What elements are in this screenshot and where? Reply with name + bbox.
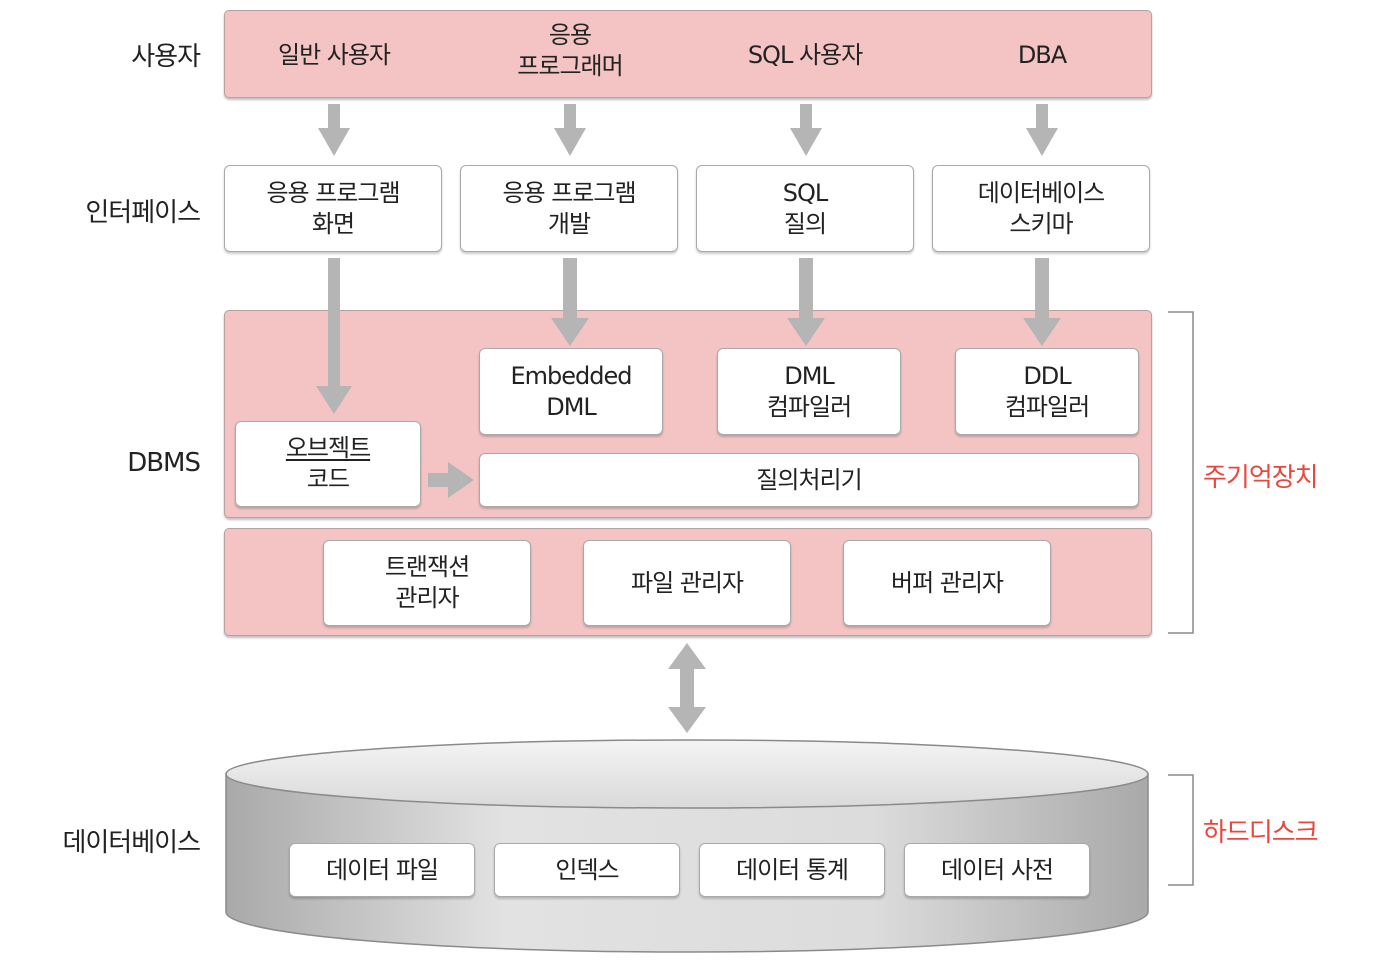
user-dba: DBA: [942, 12, 1142, 98]
db-item-data-file: 데이터 파일: [289, 843, 475, 897]
component-label-line1: 질의처리기: [756, 465, 862, 494]
db-item-statistics: 데이터 통계: [699, 843, 885, 897]
component-label-line1: DML: [784, 361, 835, 390]
buffer-manager-box: 버퍼 관리자: [843, 540, 1051, 626]
dml-compiler-box: DML 컴파일러: [717, 348, 901, 435]
down-arrow-icon: [551, 258, 589, 346]
down-arrow-icon: [1023, 258, 1061, 346]
db-item-label: 인덱스: [555, 855, 619, 884]
arrows-users-to-interface: [318, 104, 1058, 156]
user-label-line1: SQL 사용자: [747, 40, 863, 69]
user-label-line1: DBA: [1017, 40, 1067, 69]
component-label-line1: 오브젝트: [285, 434, 371, 462]
hard-disk-label: 하드디스크: [1203, 818, 1319, 848]
row-label-database: 데이터베이스: [62, 828, 201, 858]
down-arrow-icon: [790, 104, 822, 156]
interface-app-screen: 응용 프로그램 화면: [224, 165, 442, 252]
manager-label-line1: 트랜잭션: [384, 553, 470, 581]
ddl-compiler-box: DDL 컴파일러: [955, 348, 1139, 435]
interface-db-schema: 데이터베이스 스키마: [932, 165, 1150, 252]
interface-label-line1: 응용 프로그램: [502, 178, 636, 207]
hard-disk-bracket: [1168, 774, 1194, 886]
manager-label-line1: 파일 관리자: [630, 568, 744, 597]
down-arrow-icon: [554, 104, 586, 156]
down-arrow-icon: [787, 258, 825, 346]
user-label-line2: 프로그래머: [517, 52, 623, 80]
db-item-index: 인덱스: [494, 843, 680, 897]
interface-label-line1: 데이터베이스: [977, 178, 1105, 207]
component-label-line2: 코드: [306, 465, 350, 493]
component-label-line1: DDL: [1023, 361, 1071, 390]
row-label-interface: 인터페이스: [85, 198, 201, 228]
right-arrow-icon: [428, 462, 474, 498]
double-arrow-icon: [668, 643, 706, 733]
row-label-users: 사용자: [131, 42, 201, 72]
interface-label-line2: 스키마: [1009, 209, 1073, 238]
component-label-line2: DML: [546, 392, 597, 421]
down-arrow-icon: [316, 258, 352, 414]
user-label-line1: 일반 사용자: [277, 40, 391, 69]
component-label-line1: Embedded: [510, 361, 632, 390]
interface-sql-query: SQL 질의: [696, 165, 914, 252]
db-item-label: 데이터 파일: [325, 855, 439, 884]
interface-label-line2: 개발: [547, 209, 591, 238]
user-app-programmer: 응용 프로그래머: [470, 8, 670, 94]
component-label-line2: 컴파일러: [1004, 392, 1090, 421]
transaction-manager-box: 트랜잭션 관리자: [323, 540, 531, 626]
component-label-line2: 컴파일러: [766, 392, 852, 421]
interface-app-dev: 응용 프로그램 개발: [460, 165, 678, 252]
database-cylinder: [225, 739, 1149, 953]
db-item-label: 데이터 사전: [940, 855, 1054, 884]
manager-label-line1: 버퍼 관리자: [890, 568, 1004, 597]
user-general: 일반 사용자: [234, 12, 434, 98]
interface-label-line1: SQL: [782, 178, 828, 207]
query-processor-box: 질의처리기: [479, 453, 1139, 507]
row-label-dbms: DBMS: [127, 448, 201, 478]
embedded-dml-box: Embedded DML: [479, 348, 663, 435]
interface-label-line2: 질의: [783, 209, 827, 238]
user-sql: SQL 사용자: [705, 12, 905, 98]
manager-label-line2: 관리자: [395, 584, 459, 612]
interface-label-line2: 화면: [311, 209, 355, 238]
down-arrow-icon: [1026, 104, 1058, 156]
main-memory-bracket: [1168, 311, 1194, 634]
down-arrow-icon: [318, 104, 350, 156]
user-label-line1: 응용: [548, 21, 592, 49]
interface-label-line1: 응용 프로그램: [266, 178, 400, 207]
main-memory-label: 주기억장치: [1203, 463, 1319, 493]
users-band: [224, 10, 1152, 98]
db-item-dictionary: 데이터 사전: [904, 843, 1090, 897]
db-item-label: 데이터 통계: [735, 855, 849, 884]
arrows-interface-to-dbms: [316, 258, 1061, 414]
object-code-box: 오브젝트 코드: [235, 421, 421, 507]
file-manager-box: 파일 관리자: [583, 540, 791, 626]
